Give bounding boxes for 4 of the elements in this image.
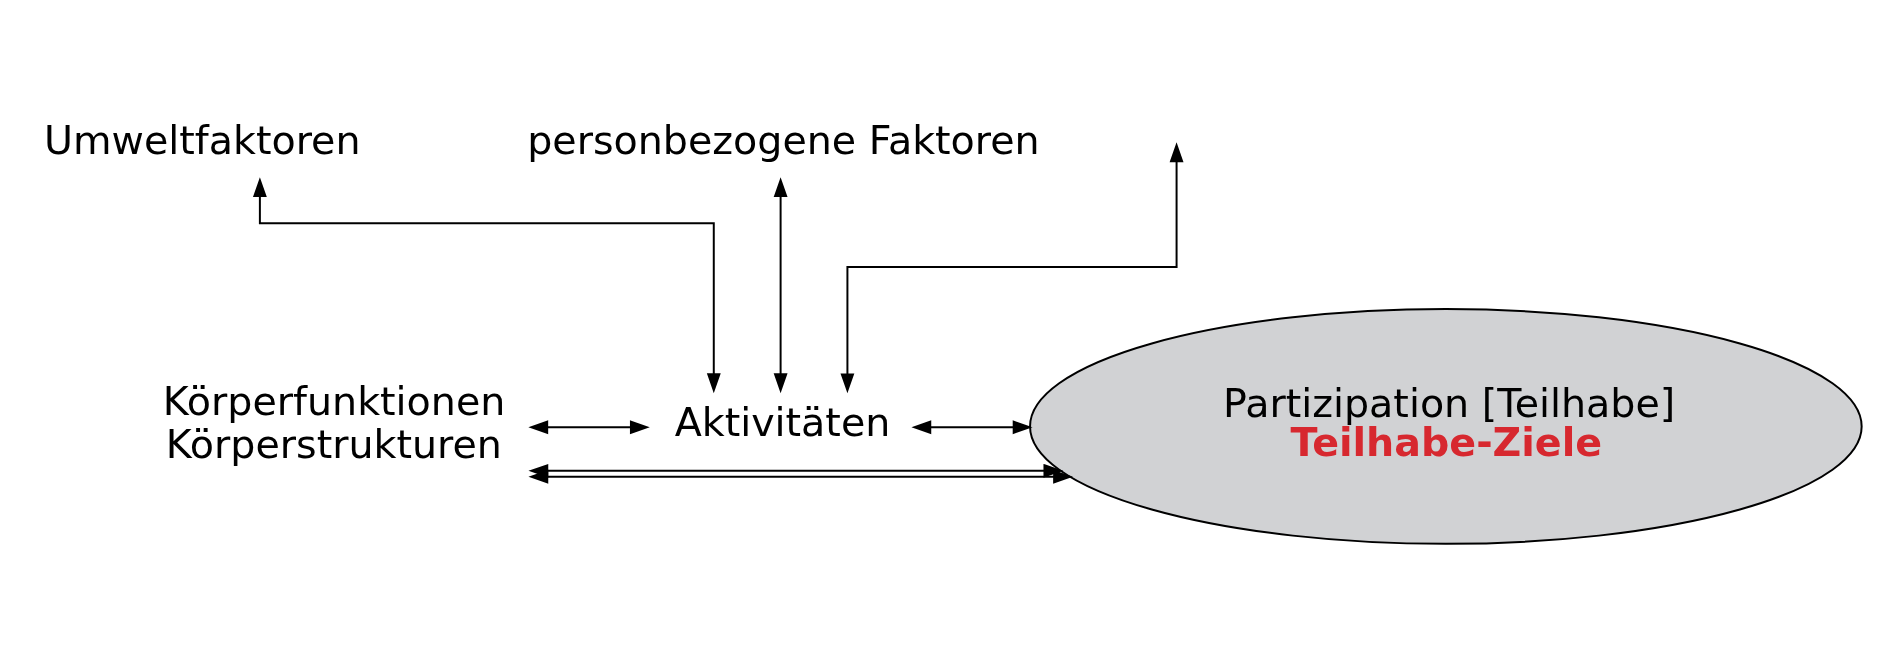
node-text: Aktivitäten [674, 399, 891, 446]
node-text: personbezogene Faktoren [527, 117, 1040, 164]
node-text: Körperfunktionen Körperstrukturen [162, 377, 506, 468]
node-text: Umweltfaktoren [44, 117, 361, 164]
